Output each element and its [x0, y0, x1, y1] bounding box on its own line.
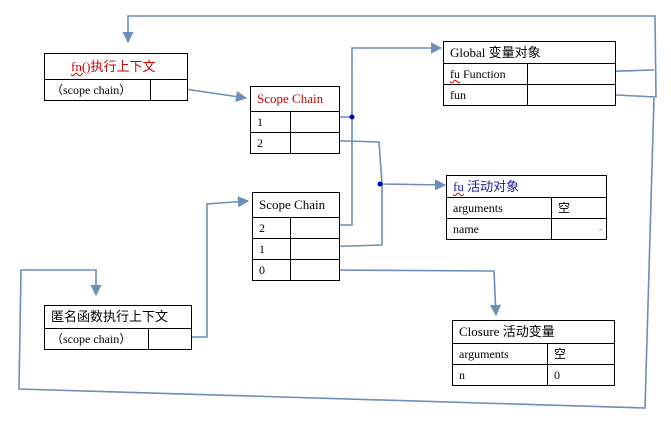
closure-activation-title: Closure 活动变量: [453, 321, 614, 344]
global-object-title: Global 变量对象: [444, 42, 615, 64]
fu-activation-title-rest: 活动对象: [463, 179, 520, 194]
arrow-global-loop-to-fn-context: [122, 15, 657, 98]
closure-activation-value: 0: [554, 368, 560, 382]
closure-activation-key: arguments: [453, 344, 548, 364]
global-object-value: [528, 64, 615, 84]
anon-context-scope-row: （scope chain）: [45, 329, 191, 350]
closure-activation-key: n: [453, 365, 548, 386]
scope-chain-2-index: 1: [253, 239, 291, 259]
fu-activation-title-fu: fu: [453, 179, 464, 194]
scope-chain-2-pointer: [291, 260, 339, 281]
scope-chain-1-index: 2: [251, 133, 291, 154]
closure-activation-row: arguments 空: [453, 344, 614, 365]
fn-context-scope-row: （scope chain）: [45, 80, 187, 101]
global-object-key-rest: Function: [460, 67, 506, 81]
scope-chain-2-row: 0: [253, 260, 339, 281]
fn-context-title-rest: 执行上下文: [90, 59, 156, 74]
fu-activation-key: arguments: [447, 198, 552, 218]
global-object-key: fun: [444, 85, 528, 106]
global-object-key: fu Function: [444, 64, 528, 84]
fu-activation-title: fu 活动对象: [447, 176, 606, 198]
fn-execution-context: fn()执行上下文 （scope chain）: [44, 53, 188, 101]
scope-chain-1-pointer: [291, 133, 339, 154]
global-object-row: fu Function: [444, 64, 615, 85]
global-variable-object: Global 变量对象 fu Function fun: [443, 41, 616, 106]
anon-context-scope-chain-pointer: [149, 329, 191, 350]
arrow-scope1-row2-to-fu: [314, 139, 447, 191]
fn-context-title-fn: fn(): [71, 59, 91, 74]
fu-activation-row: name -: [447, 219, 606, 240]
scope-chain-2-pointer: [291, 218, 339, 238]
global-object-row: fun: [444, 85, 615, 106]
scope-chain-2-pointer: [291, 239, 339, 259]
scope-chain-1-row: 1: [251, 112, 339, 133]
arrow-fn-scope-to-scope-chain-1: [177, 87, 248, 103]
anon-context-scope-chain-label: （scope chain）: [45, 329, 149, 350]
junction-dot-1: [349, 114, 355, 120]
fn-context-title: fn()执行上下文: [45, 54, 187, 80]
anon-context-title: 匿名函数执行上下文: [45, 306, 191, 329]
arrow-closure-loop-to-anon-context: [18, 97, 655, 409]
fn-context-scope-chain-pointer: [151, 80, 187, 101]
scope-chain-2: Scope Chain 2 1 0: [252, 192, 340, 281]
junction-dot-2: [377, 181, 383, 187]
anon-execution-context: 匿名函数执行上下文 （scope chain）: [44, 305, 192, 350]
scope-chain-1-pointer: [291, 112, 339, 132]
closure-activation-object: Closure 活动变量 arguments 空 n 0: [452, 320, 615, 386]
closure-activation-row: n 0: [453, 365, 614, 386]
fu-activation-row: arguments 空: [447, 198, 606, 219]
fu-activation-key: name: [447, 219, 552, 240]
scope-chain-1-row: 2: [251, 133, 339, 154]
global-object-key-fu: fu: [450, 67, 460, 81]
scope-chain-2-index: 2: [253, 218, 291, 238]
arrow-scope2-row0-to-closure: [319, 269, 502, 317]
scope-chain-2-index: 0: [253, 260, 291, 281]
closure-activation-value: 空: [554, 347, 567, 361]
global-object-value: [528, 85, 615, 106]
fu-activation-value: 空: [558, 201, 571, 215]
scope-chain-1: Scope Chain 1 2: [250, 86, 340, 154]
fn-context-scope-chain-label: （scope chain）: [45, 80, 151, 101]
scope-chain-2-title: Scope Chain: [253, 193, 339, 218]
scope-chain-1-index: 1: [251, 112, 291, 132]
fu-activation-object: fu 活动对象 arguments 空 name -: [446, 175, 607, 240]
scope-chain-1-title: Scope Chain: [251, 87, 339, 112]
scope-chain-2-row: 1: [253, 239, 339, 260]
fu-activation-value: -: [599, 224, 602, 234]
arrow-anon-scope-to-scope-chain-2: [180, 196, 250, 338]
scope-chain-2-row: 2: [253, 218, 339, 239]
